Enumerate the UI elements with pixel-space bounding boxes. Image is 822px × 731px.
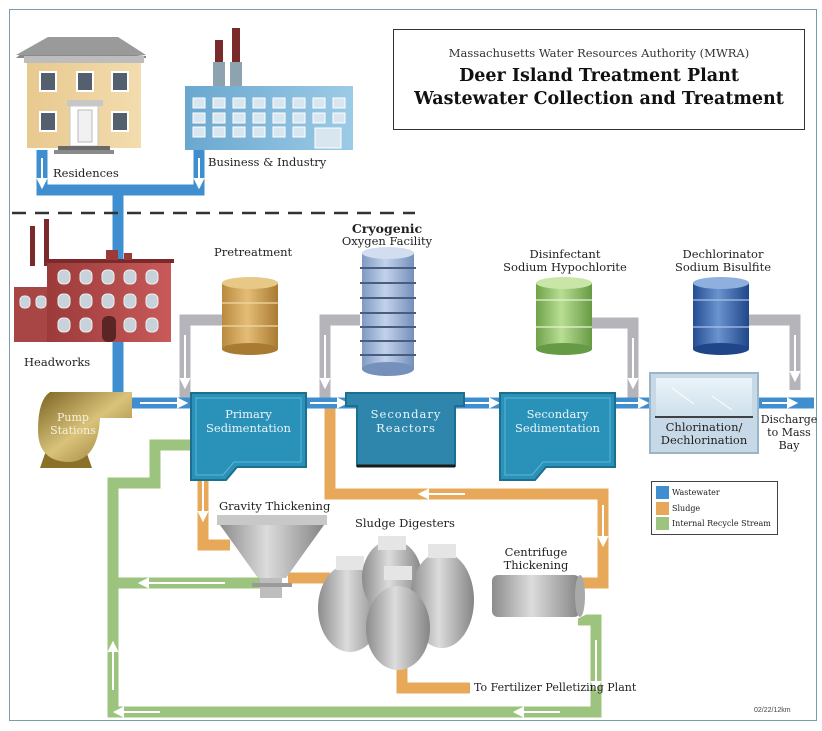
secondary-sedimentation-tank <box>499 392 616 481</box>
dechlorinator-label-line1: Dechlorinator <box>682 247 764 261</box>
disinfectant-label: Disinfectant Sodium Hypochlorite <box>500 248 630 274</box>
chlorination-tank <box>649 372 759 454</box>
secsed-label-line1: Secondary <box>526 407 589 421</box>
sodium-bisulfite-tank-icon <box>693 277 749 355</box>
business-industry-label: Business & Industry <box>208 155 327 169</box>
discharge-label-line2: to Mass <box>767 426 811 439</box>
legend-swatch-sludge <box>656 501 669 515</box>
pump-label-line1: Pump <box>57 411 89 424</box>
centrifuge-icon <box>492 575 585 617</box>
pretreatment-label: Pretreatment <box>214 245 293 259</box>
cryogenic-label-line2: Oxygen Facility <box>341 234 433 248</box>
secondary-sedimentation-label: Secondary Sedimentation <box>505 407 610 435</box>
pretreatment-tank-icon <box>222 277 278 355</box>
pump-label-line2: Stations <box>50 424 96 437</box>
sludge-arrows <box>197 475 609 548</box>
headworks-building-icon <box>14 219 174 342</box>
sludge-digesters-icon <box>318 536 474 670</box>
recycle-pipe-loop <box>107 439 602 718</box>
dechlorinator-label: Dechlorinator Sodium Bisulfite <box>668 248 778 274</box>
chlorination-label-line2: Dechlorination <box>660 433 748 447</box>
business-building-icon <box>185 28 353 150</box>
cryogenic-oxygen-tank-icon <box>360 247 416 376</box>
gravity-thickening-label: Gravity Thickening <box>219 499 331 513</box>
centrifuge-label-line1: Centrifuge <box>504 545 568 559</box>
title-box: Massachusetts Water Resources Authority … <box>393 29 805 130</box>
primary-label-line2: Sedimentation <box>206 421 291 435</box>
legend-item-sludge: Sludge <box>656 501 773 517</box>
discharge-label-line3: Bay <box>778 439 800 452</box>
legend-label-recycle: Internal Recycle Stream <box>672 519 771 529</box>
gravity-thickener-icon <box>217 515 327 598</box>
discharge-label-line1: Discharge <box>760 413 818 426</box>
chlorination-label: Chlorination/ Dechlorination <box>652 421 756 447</box>
legend-label-sludge: Sludge <box>672 503 701 513</box>
diagram-subtitle: Wastewater Collection and Treatment <box>414 89 784 109</box>
diagram-frame <box>9 9 817 721</box>
legend-swatch-wastewater <box>656 486 669 500</box>
cryogenic-label-line1: Cryogenic <box>351 221 423 236</box>
legend-label-wastewater: Wastewater <box>672 488 720 498</box>
centrifuge-thickening-label: Centrifuge Thickening <box>490 546 582 572</box>
disinfectant-label-line1: Disinfectant <box>529 247 601 261</box>
reactors-label-line1: Secondary <box>370 407 442 421</box>
wastewater-arrows <box>36 158 799 409</box>
sodium-hypochlorite-tank-icon <box>536 277 592 355</box>
dechlorinator-label-line2: Sodium Bisulfite <box>674 260 772 274</box>
pump-station-icon <box>38 392 132 468</box>
primary-sedimentation-label: Primary Sedimentation <box>196 407 301 435</box>
residences-house-icon <box>16 37 146 154</box>
legend-item-recycle: Internal Recycle Stream <box>656 516 773 532</box>
sludge-pipe-fertilizer <box>396 665 470 694</box>
reactors-label-line2: Reactors <box>376 421 436 435</box>
centrifuge-label-line2: Thickening <box>503 558 569 572</box>
fertilizer-plant-label: To Fertilizer Pelletizing Plant <box>474 681 637 694</box>
chemical-arrows <box>179 335 801 390</box>
primary-label-line1: Primary <box>225 407 272 421</box>
legend-item-wastewater: Wastewater <box>656 485 773 501</box>
secondary-reactors-label: Secondary Reactors <box>357 407 455 435</box>
sludge-pipe-was <box>324 405 609 589</box>
chlorination-label-line1: Chlorination/ <box>665 420 743 434</box>
secsed-label-line2: Sedimentation <box>515 421 600 435</box>
organization-name: Massachusetts Water Resources Authority … <box>448 46 750 60</box>
legend-swatch-recycle <box>656 517 669 531</box>
pump-stations-label: Pump Stations <box>48 411 98 437</box>
discharge-label: Discharge to Mass Bay <box>758 413 820 452</box>
headworks-label: Headworks <box>24 355 91 369</box>
cryogenic-label: Cryogenic Oxygen Facility <box>332 222 442 248</box>
secondary-reactors-tank <box>345 392 465 468</box>
disinfectant-label-line2: Sodium Hypochlorite <box>503 260 627 274</box>
residences-label: Residences <box>53 166 119 180</box>
sludge-digesters-label: Sludge Digesters <box>355 516 455 530</box>
primary-sedimentation-tank <box>190 392 307 481</box>
legend: Wastewater Sludge Internal Recycle Strea… <box>651 481 778 535</box>
diagram-title: Deer Island Treatment Plant <box>459 66 739 86</box>
date-stamp: 02/22/12km <box>754 707 791 714</box>
